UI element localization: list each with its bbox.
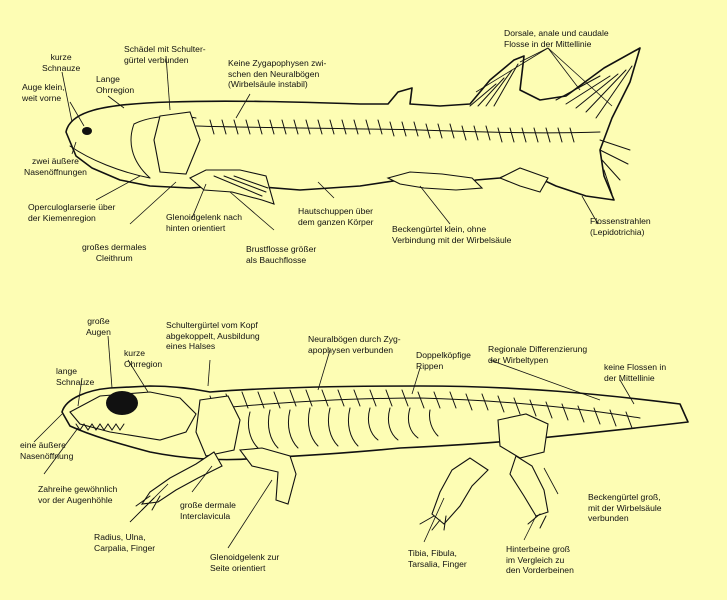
fish-label-cleithrum: großes dermales Cleithrum (82, 242, 147, 263)
tetrapod-label-short-ear: kurze Ohrregion (124, 348, 163, 369)
tetrapod-label-interclavicle: große dermale Interclavicula (180, 500, 236, 521)
tetrapod-label-neural-arches: Neuralbögen durch Zyg- apophysen verbund… (308, 334, 401, 355)
fish-label-long-ear-region: Lange Ohrregion (96, 74, 135, 95)
fish-pelvic-fin (386, 171, 484, 191)
fish-label-opercular: Operculoglarserie über der Kiemenregion (28, 202, 116, 223)
fish-label-fin-rays: Flossenstrahlen (Lepidotrichia) (590, 216, 651, 237)
fish-label-eye: Auge klein, weit vorne (22, 82, 65, 103)
fish-label-skull-shoulder: Schädel mit Schulter- gürtel verbunden (124, 44, 206, 65)
fish-label-median-fins: Dorsale, anale und caudale Flosse in der… (504, 28, 609, 49)
tetrapod-label-no-median-fins: keine Flossen in der Mittellinie (604, 362, 667, 383)
tetrapod-label-double-ribs: Doppelköpfige Rippen (416, 350, 471, 371)
fish-skeleton-drawing (65, 47, 641, 205)
tetrapod-label-long-snout: lange Schnauze (56, 366, 95, 387)
tetrapod-forelimb (140, 451, 223, 505)
fish-label-glenoid: Glenoidgelenk nach hinten orientiert (166, 212, 242, 233)
tetrapod-label-hindlimb-large: Hinterbeine groß im Vergleich zu den Vor… (506, 544, 574, 575)
tetrapod-hindlimb (431, 457, 489, 525)
fish-label-scales: Hautschuppen über dem ganzen Körper (298, 206, 374, 227)
tetrapod-label-forelimb: Radius, Ulna, Carpalia, Finger (94, 532, 156, 553)
tetrapod-label-shoulder-free: Schultergürtel vom Kopf abgekoppelt, Aus… (166, 320, 260, 351)
tetrapod-label-one-nostril: eine äußere Nasenöffnung (20, 440, 74, 461)
fish-label-nostrils: zwei äußere Nasenöffnungen (24, 156, 87, 177)
tetrapod-eye (106, 391, 138, 415)
tetrapod-label-large-eyes: große Augen (86, 316, 111, 337)
tetrapod-label-teeth-row: Zahreihe gewöhnlich vor der Augenhöhle (38, 484, 118, 505)
leader-lines (33, 47, 635, 549)
fish-label-pelvic-small: Beckengürtel klein, ohne Verbindung mit … (392, 224, 512, 245)
tetrapod-label-regional-diff: Regionale Differenzierung der Wirbeltype… (488, 344, 588, 365)
tetrapod-label-hindlimb: Tibia, Fibula, Tarsalia, Finger (408, 548, 467, 569)
tetrapod-label-pelvic-large: Beckengürtel groß, mit der Wirbelsäule v… (588, 492, 662, 523)
fish-pectoral-fin (189, 169, 275, 205)
tetrapod-skeleton-drawing (61, 385, 689, 531)
fish-label-pectoral-fin: Brustflosse größer als Bauchflosse (246, 244, 317, 265)
fish-label-short-snout: kurze Schnauze (42, 52, 81, 73)
tetrapod-label-glenoid-side: Glenoidgelenk zur Seite orientiert (210, 552, 280, 573)
fish-label-no-zygapophyses: Keine Zygapophysen zwi- schen den Neural… (228, 58, 327, 89)
fish-body-outline (65, 47, 641, 201)
